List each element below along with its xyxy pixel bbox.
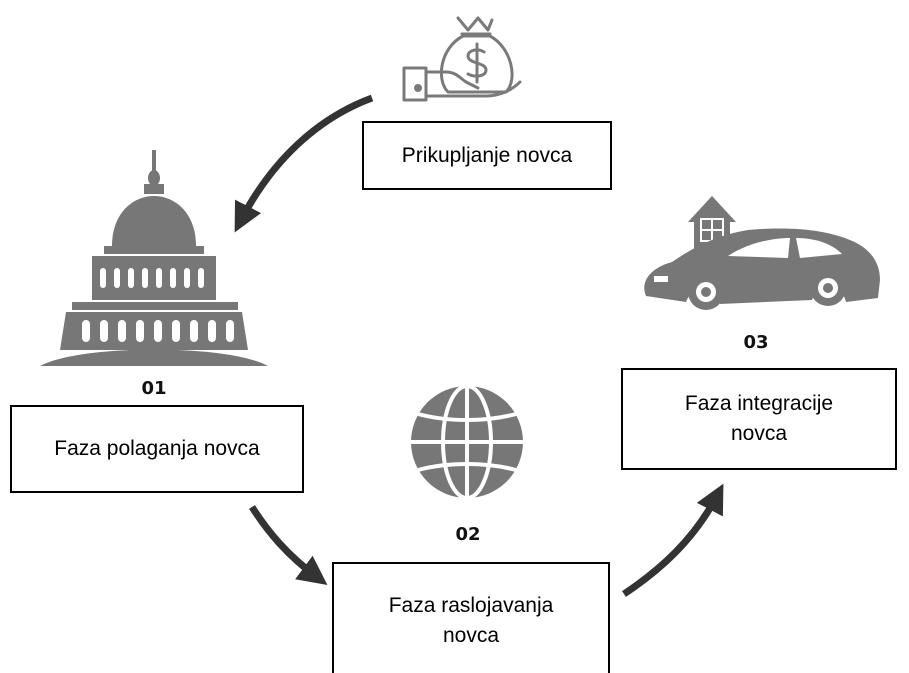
capitol-windows <box>82 268 234 342</box>
arrow-placement-to-layering <box>249 505 328 586</box>
step-box-integration: Faza integracije novca <box>621 368 897 470</box>
step-number-integration: 03 <box>743 332 769 353</box>
arrow-layering-to-integration <box>622 483 724 597</box>
step-number-layering: 02 <box>455 524 481 545</box>
step-box-collect: Prikupljanje novca <box>362 121 612 190</box>
money-bag-hand-icon <box>402 16 522 102</box>
step-box-layering: Faza raslojavanja novca <box>332 562 610 673</box>
arrow-collect-to-placement <box>234 94 374 233</box>
step-label-collect: Prikupljanje novca <box>401 143 573 167</box>
step-label-layering: Faza raslojavanja novca <box>388 594 554 647</box>
step-label-integration: Faza integracije novca <box>684 392 834 445</box>
globe-icon <box>411 384 523 500</box>
house-car-icon <box>644 196 880 310</box>
step-label-placement: Faza polaganja novca <box>54 437 260 460</box>
step-number-placement: 01 <box>141 378 167 399</box>
step-box-placement: Faza polaganja novca <box>10 405 304 493</box>
